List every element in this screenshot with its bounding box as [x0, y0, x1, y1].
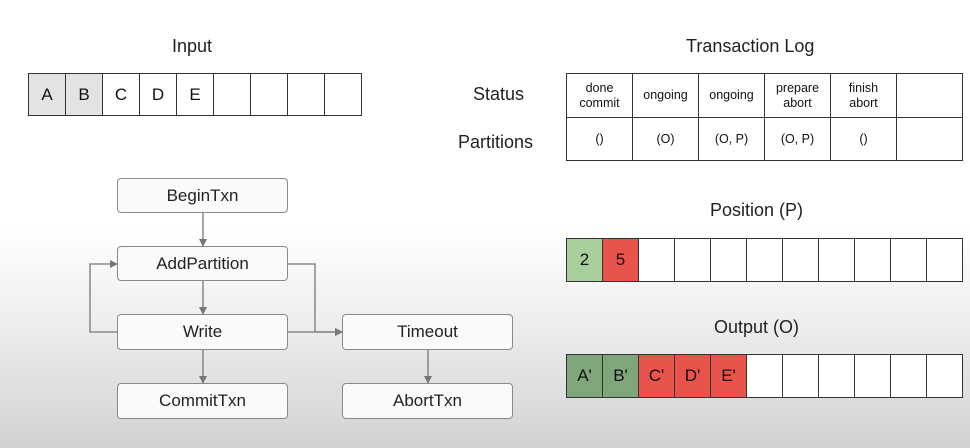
input-cell: [213, 73, 251, 116]
partitions-cell: (): [830, 117, 897, 161]
position-cell: [890, 238, 927, 282]
output-title: Output (O): [714, 317, 800, 337]
output-cell: A': [566, 354, 603, 398]
output-cell: [782, 354, 819, 398]
position-cell: [674, 238, 711, 282]
output-cell: B': [602, 354, 639, 398]
partitions-cell: (O, P): [698, 117, 765, 161]
arrow-add-to-timeout: [288, 263, 343, 336]
partitions-cell: (O): [632, 117, 699, 161]
status-cell: ongoing: [698, 73, 765, 118]
node-add-partition: AddPartition: [117, 246, 288, 281]
position-cell: [818, 238, 855, 282]
position-cell: [638, 238, 675, 282]
partitions-cell: (O, P): [764, 117, 831, 161]
position-cell: [746, 238, 783, 282]
position-cell: 2: [566, 238, 603, 282]
position-cell: [854, 238, 891, 282]
node-write: Write: [117, 314, 288, 350]
status-cell: ongoing: [632, 73, 699, 118]
status-row-label: Status: [473, 84, 525, 104]
arrow-write-loop-to-add: [89, 260, 118, 333]
output-cell: E': [710, 354, 747, 398]
output-cell: D': [674, 354, 711, 398]
input-cell: [250, 73, 288, 116]
input-title: Input: [172, 36, 213, 56]
transaction-log-title: Transaction Log: [686, 36, 815, 56]
output-cell: [746, 354, 783, 398]
input-cell: E: [176, 73, 214, 116]
position-cell: [926, 238, 963, 282]
node-commit-txn: CommitTxn: [117, 383, 288, 419]
node-begin-txn: BeginTxn: [117, 178, 288, 213]
position-title: Position (P): [710, 200, 804, 220]
node-timeout: Timeout: [342, 314, 513, 350]
node-abort-txn: AbortTxn: [342, 383, 513, 419]
input-cell: [287, 73, 325, 116]
output-cell: [854, 354, 891, 398]
input-cell: C: [102, 73, 140, 116]
partitions-cell: (): [566, 117, 633, 161]
partitions-row: () (O) (O, P) (O, P) (): [566, 117, 963, 161]
input-cell: B: [65, 73, 103, 116]
input-cell: [324, 73, 362, 116]
status-cell: [896, 73, 963, 118]
output-cell: [818, 354, 855, 398]
position-cell: [782, 238, 819, 282]
output-cell: C': [638, 354, 675, 398]
output-cell: [890, 354, 927, 398]
output-cells: A'B'C'D'E': [566, 354, 963, 398]
partitions-row-label: Partitions: [458, 132, 534, 152]
position-cell: [710, 238, 747, 282]
output-cell: [926, 354, 963, 398]
position-cell: 5: [602, 238, 639, 282]
partitions-cell: [896, 117, 963, 161]
input-cell: A: [28, 73, 66, 116]
input-cell: D: [139, 73, 177, 116]
